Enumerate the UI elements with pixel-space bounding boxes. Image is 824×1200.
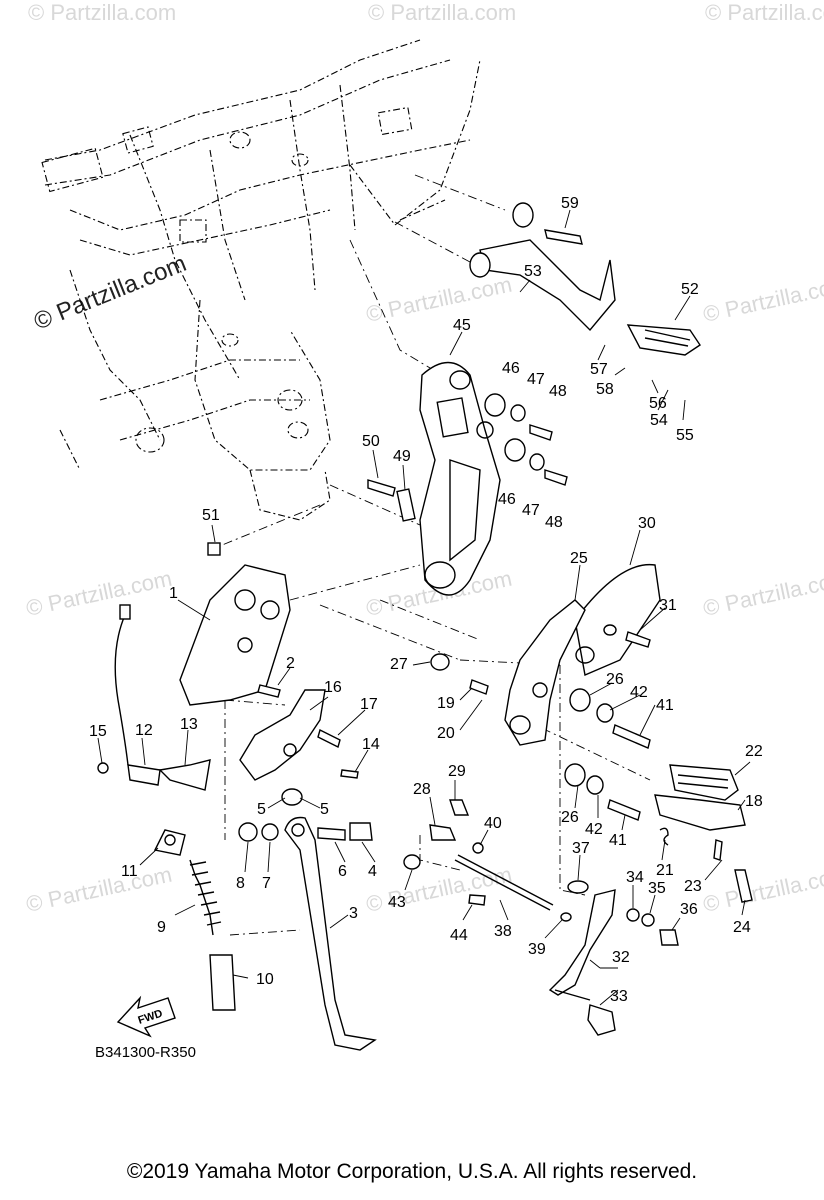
part-number-label: 26 [606,671,624,688]
part-number-label: 52 [681,281,699,298]
part-number-label: 4 [368,863,377,880]
part-number-label: 35 [648,880,666,897]
watermark: © Partzilla.com [24,862,174,917]
part-number-label: 10 [256,971,274,988]
part-number-label: 46 [502,360,520,377]
part-number-label: 43 [388,894,406,911]
part-number-label: 58 [596,381,614,398]
part-number-label: 31 [659,597,677,614]
part-number-label: 50 [362,433,380,450]
part-number-label: 13 [180,716,198,733]
part-number-label: 57 [590,361,608,378]
part-number-label: 41 [609,832,627,849]
part-number-label: 54 [650,412,668,429]
part-number-label: 3 [349,905,358,922]
part-number-label: 32 [612,949,630,966]
part-number-label: 51 [202,507,220,524]
part-number-label: 11 [121,863,138,880]
part-number-label: 16 [324,679,342,696]
watermark: © Partzilla.com [701,566,824,621]
watermark: © Partzilla.com [28,0,176,25]
part-number-label: 59 [561,195,579,212]
part-number-label: 21 [656,862,674,879]
frame-outline [41,39,481,521]
part-number-label: 36 [680,901,698,918]
watermark: © Partzilla.com [364,862,514,917]
part-number-label: 53 [524,263,542,280]
watermark: © Partzilla.com [368,0,516,25]
part-number-label: 28 [413,781,431,798]
part-number-label: 33 [610,988,628,1005]
part-number-label: 34 [626,869,644,886]
part-number-label: 9 [157,919,166,936]
part-shapes [97,202,753,1051]
part-number-label: 47 [527,371,545,388]
part-number-label: 20 [437,725,455,742]
watermark: © Partzilla.com [24,566,174,621]
part-number-label: 22 [745,743,763,760]
part-number-label: 1 [169,585,178,602]
part-number-label: 41 [656,697,674,714]
part-number-label: 44 [450,927,468,944]
watermark: © Partzilla.com [701,272,824,327]
part-number-label: 25 [570,550,588,567]
part-number-label: 37 [572,840,590,857]
diagram-code: B341300-R350 [95,1044,196,1061]
copyright-text: ©2019 Yamaha Motor Corporation, U.S.A. A… [126,1160,698,1183]
part-number-label: 55 [676,427,694,444]
part-number-label: 17 [360,696,378,713]
part-number-label: 5 [320,801,329,818]
part-number-label: 30 [638,515,656,532]
part-number-label: 15 [89,723,107,740]
part-number-label: 7 [262,875,271,892]
part-number-label: 47 [522,502,540,519]
part-number-label: 8 [236,875,245,892]
part-number-labels: 59 53 52 45 46 47 48 57 58 56 54 55 50 4… [89,195,763,1005]
part-number-label: 2 [286,655,295,672]
watermark: © Partzilla.com [701,862,824,917]
part-number-label: 49 [393,448,411,465]
part-number-label: 42 [630,684,648,701]
part-number-label: 12 [135,722,153,739]
part-number-label: 5 [257,801,266,818]
part-number-label: 27 [390,656,408,673]
watermark: © Partzilla.com [364,272,514,327]
number-leaders [97,209,751,1006]
part-number-label: 19 [437,695,455,712]
part-number-label: 48 [545,514,563,531]
watermark: © Partzilla.com [705,0,824,25]
part-number-label: 23 [684,878,702,895]
part-number-label: 26 [561,809,579,826]
part-number-label: 6 [338,863,347,880]
part-number-label: 40 [484,815,502,832]
part-number-label: 45 [453,317,471,334]
part-number-label: 56 [649,395,667,412]
part-number-label: 42 [585,821,603,838]
part-number-label: 29 [448,763,466,780]
part-number-label: 38 [494,923,512,940]
watermark-main: © Partzilla.com [30,250,190,336]
part-number-label: 14 [362,736,380,753]
part-number-label: 48 [549,383,567,400]
part-number-label: 46 [498,491,516,508]
part-number-label: 24 [733,919,751,936]
part-number-label: 18 [745,793,763,810]
fwd-arrow-icon: FWD [116,995,176,1038]
part-number-label: 39 [528,941,546,958]
